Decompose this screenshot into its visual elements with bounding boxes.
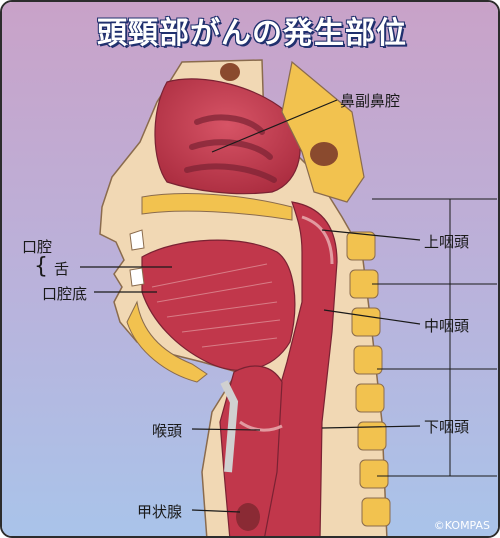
leader-nasal-sinus	[211, 99, 338, 153]
turbinate-middle	[189, 139, 273, 160]
vocal-cords	[239, 420, 283, 432]
copyright: ©KOMPAS	[433, 519, 490, 532]
nasopharynx-wall	[301, 215, 334, 265]
lower-tooth	[129, 267, 145, 287]
leader-oropharynx	[323, 309, 421, 325]
label-oropharynx: 中咽頭	[424, 317, 470, 335]
sphenoid-sinus	[310, 142, 338, 166]
pharynx-channel	[263, 201, 338, 536]
turbinate-upper	[194, 114, 265, 135]
leader-nasopharynx	[321, 229, 421, 241]
frontal-sinus	[220, 63, 240, 81]
page-title: 頭頸部がんの発生部位	[97, 16, 407, 51]
cervical-spine	[346, 231, 391, 527]
mandible	[126, 300, 208, 383]
label-tongue: 舌	[54, 260, 70, 278]
label-larynx: 喉頭	[152, 422, 183, 440]
label-thyroid: 甲状腺	[137, 503, 183, 521]
tongue-muscle-fibers	[151, 263, 281, 348]
upper-tooth	[129, 229, 145, 251]
label-floor-of-mouth: 口腔底	[42, 285, 88, 303]
region-brackets	[372, 198, 497, 477]
thyroid-cartilage	[220, 380, 239, 473]
leader-larynx	[191, 428, 261, 431]
label-oral-cavity: 口腔	[22, 238, 53, 256]
label-hypopharynx: 下咽頭	[424, 418, 470, 436]
leader-hypopharynx	[321, 425, 421, 429]
nasal-cavity	[154, 78, 301, 195]
turbinate-lower	[184, 163, 277, 183]
skull-base-bone	[281, 60, 365, 203]
label-oral-brace: {	[34, 254, 48, 279]
leader-lines	[80, 99, 421, 513]
thyroid-gland	[236, 503, 260, 531]
label-nasal-sinus: 鼻副鼻腔	[340, 92, 401, 110]
leader-thyroid	[191, 509, 241, 513]
tongue	[141, 239, 296, 371]
label-nasopharynx: 上咽頭	[424, 233, 470, 251]
hard-palate	[141, 193, 293, 221]
